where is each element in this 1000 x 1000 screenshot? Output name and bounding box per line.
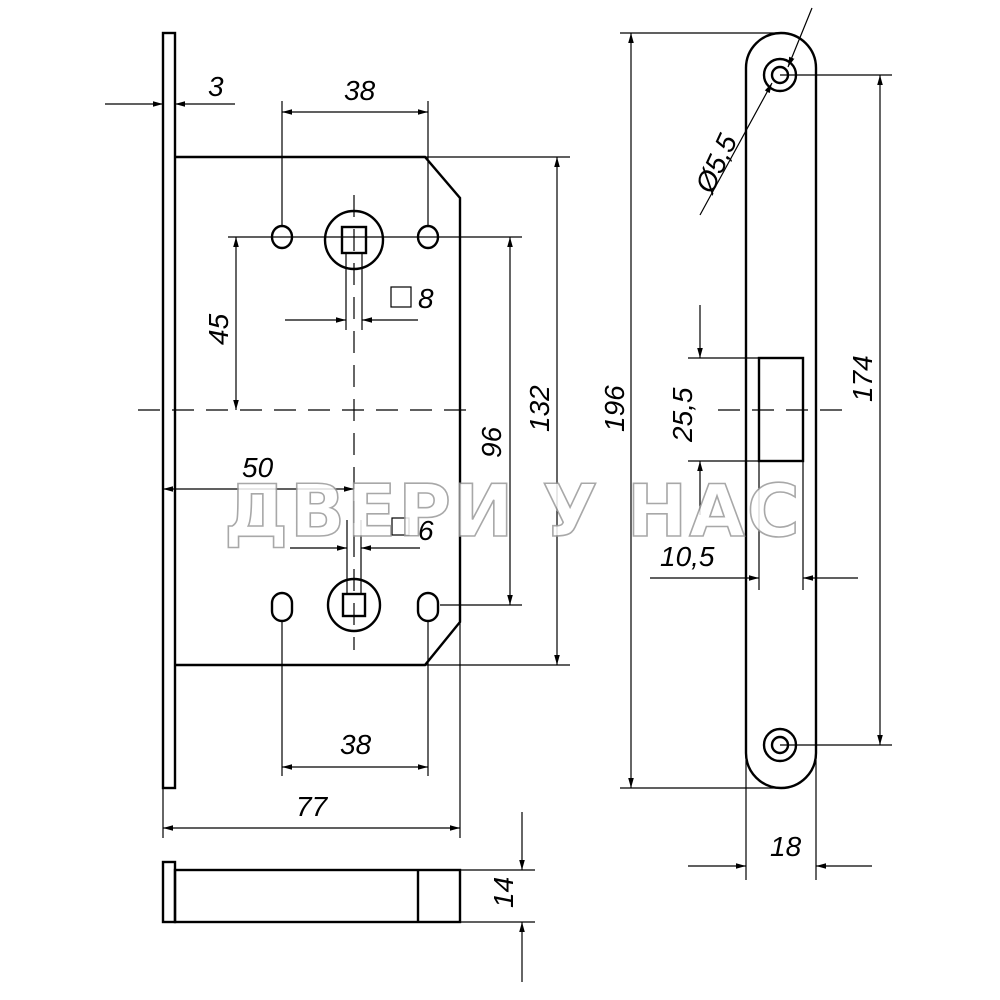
- dim-bottom-hole-spacing: 38: [340, 729, 372, 760]
- dim-thickness: 14: [488, 877, 519, 908]
- dim-screw-spacing: 174: [847, 355, 878, 402]
- dim-center-distance: 96: [476, 426, 507, 458]
- dim-line: [699, 82, 773, 216]
- dim-body-width: 77: [296, 791, 329, 822]
- dim-top-hole-spacing: 38: [344, 75, 376, 106]
- square-symbol-bottom: [391, 517, 410, 536]
- dim-square-8: 8: [418, 283, 434, 314]
- square-symbol-top: [390, 286, 412, 308]
- dim-screw-diameter: Ø5,5: [689, 129, 743, 198]
- slot-hole-bottom-right: [416, 591, 440, 623]
- dim-faceplate-width: 18: [770, 831, 802, 862]
- dim-latch-height: 25,5: [667, 387, 698, 443]
- spindle-square-top: [340, 225, 368, 255]
- faceplate: [744, 31, 818, 790]
- dim-line: [787, 7, 813, 68]
- faceplate-end: [161, 860, 177, 924]
- bottom-view: 14: [161, 812, 535, 982]
- dim-latch-width: 10,5: [660, 541, 715, 572]
- dim-square-6: 6: [418, 515, 434, 546]
- dim-faceplate-thickness: 3: [208, 71, 224, 102]
- front-view: 3 38 45 8 50 6 96 132 38: [105, 31, 570, 838]
- watermark: ДВЕРИ У НАС: [224, 469, 802, 553]
- body-end: [173, 868, 462, 924]
- dim-backset: 50: [242, 452, 274, 483]
- lock-body: [175, 155, 462, 667]
- dim-body-height: 132: [524, 385, 555, 432]
- faceplate-view: 196 Ø5,5 25,5 10,5 174 18: [599, 7, 892, 880]
- dim-spindle-to-center: 45: [203, 313, 234, 345]
- slot-hole-bottom-left: [270, 591, 294, 623]
- dim-faceplate-length: 196: [599, 385, 630, 432]
